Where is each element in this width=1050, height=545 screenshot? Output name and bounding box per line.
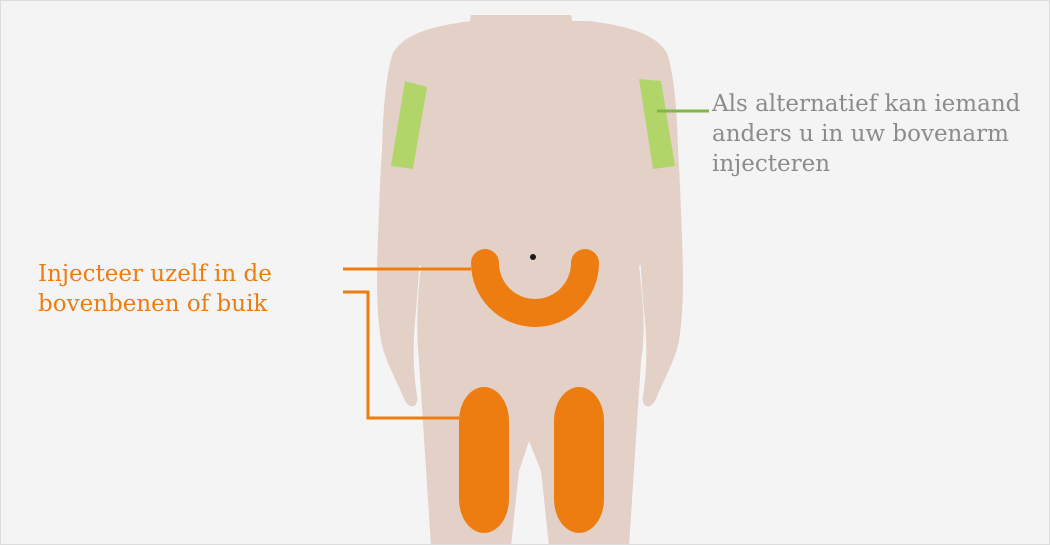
upper-arm-label-line3: injecteren (712, 149, 1020, 179)
self-injection-label-line1: Injecteer uzelf in de (38, 259, 272, 289)
navel-dot (530, 254, 536, 260)
upper-arm-label-line1: Als alternatief kan iemand (712, 89, 1020, 119)
upper-arm-label: Als alternatief kan iemand anders u in u… (712, 89, 1020, 179)
thigh-zone-right (554, 387, 604, 533)
upper-arm-label-line2: anders u in uw bovenarm (712, 119, 1020, 149)
self-injection-label-line2: bovenbenen of buik (38, 289, 272, 319)
self-injection-label: Injecteer uzelf in de bovenbenen of buik (38, 259, 272, 319)
thigh-zone-left (459, 387, 509, 533)
torso (382, 21, 678, 545)
